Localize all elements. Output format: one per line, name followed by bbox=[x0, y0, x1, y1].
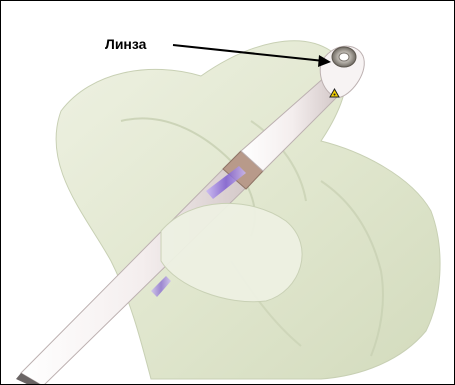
lens-callout-label: Линза bbox=[105, 36, 146, 52]
lens bbox=[332, 47, 356, 67]
